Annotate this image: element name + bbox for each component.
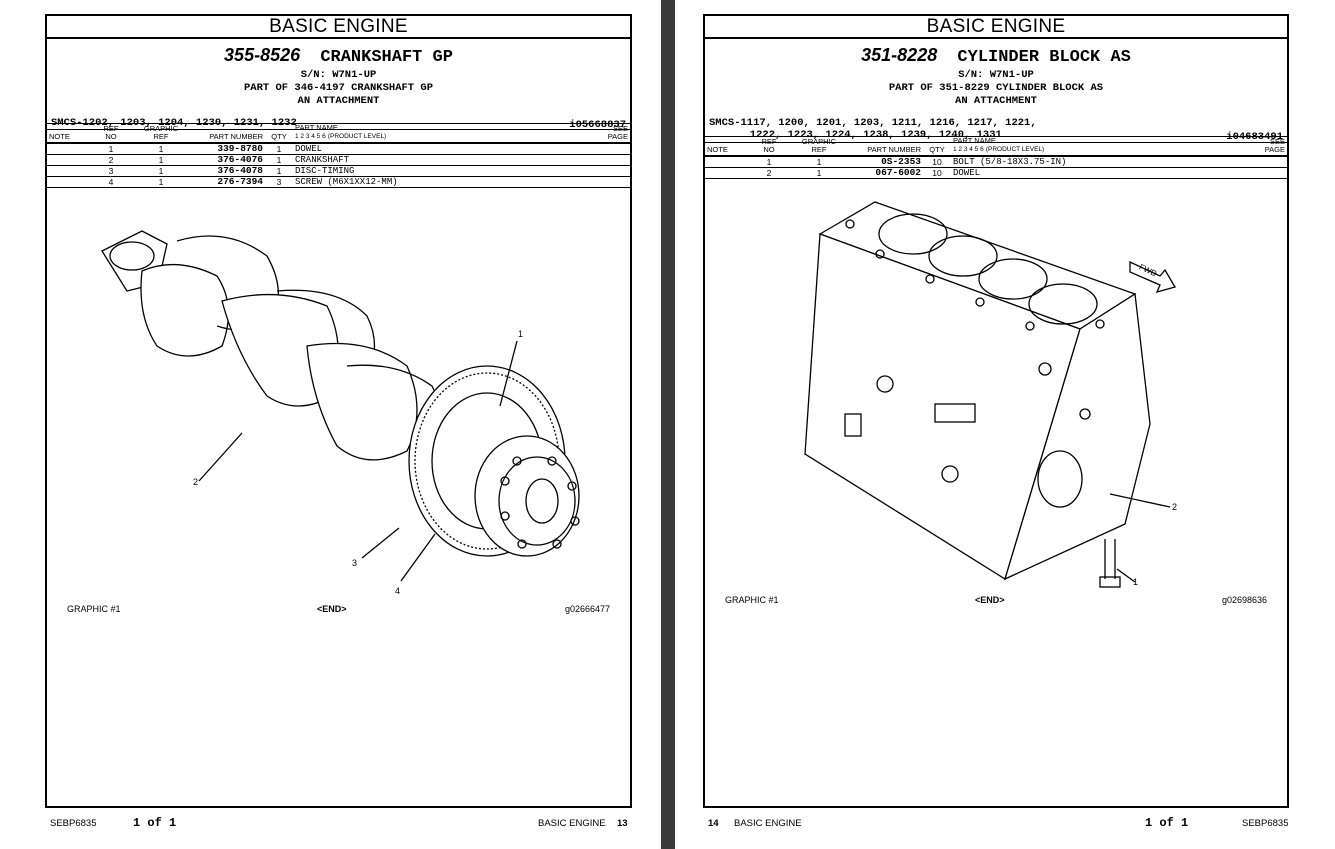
section-title: BASIC ENGINE (47, 16, 630, 39)
group-number: 351-8228 (861, 45, 938, 65)
footer-page-count: 1 of 1 (1145, 816, 1189, 830)
group-name: CRANKSHAFT GP (320, 48, 453, 67)
cylinder-block-illustration: FWD 1 2 (804, 201, 1177, 588)
part-of: PART OF 346-4197 CRANKSHAFT GP (243, 82, 434, 94)
callout-2: 2 (1172, 502, 1177, 512)
group-header: 351-8228 CYLINDER BLOCK AS S/N: W7N1-UP … (705, 45, 1287, 143)
footer-page-number: 14 (708, 818, 719, 829)
col-part-number: PART NUMBER (867, 145, 921, 154)
col-note: NOTE (707, 145, 728, 154)
footer-doc-number: SEBP6835 (50, 818, 97, 829)
part-of: PART OF 351-8229 CYLINDER BLOCK AS (888, 82, 1104, 94)
illustration-id: i05668837 (569, 119, 626, 131)
serial-range: S/N: W7N1-UP (958, 69, 1034, 81)
callout-3: 3 (352, 558, 357, 568)
end-marker: <END> (975, 595, 1005, 605)
end-marker: <END> (317, 604, 347, 614)
callout-1: 1 (1133, 577, 1138, 587)
graphic-id: g02666477 (564, 604, 610, 614)
footer-doc-number: SEBP6835 (1242, 818, 1289, 829)
footer-section: BASIC ENGINE (538, 818, 606, 829)
left-page-frame: BASIC ENGINE 355-8526 CRANKSHAFT GP S/N:… (45, 14, 632, 808)
callout-1: 1 (518, 329, 523, 339)
page-divider (661, 0, 675, 849)
col-note: NOTE (49, 132, 70, 141)
attachment: AN ATTACHMENT (955, 95, 1037, 107)
footer-page-count: 1 of 1 (133, 816, 177, 830)
footer-page-number: 13 (617, 818, 628, 829)
group-number: 355-8526 (224, 45, 301, 65)
group-name: CYLINDER BLOCK AS (957, 48, 1131, 67)
attachment: AN ATTACHMENT (297, 95, 380, 107)
graphic-label: GRAPHIC #1 (725, 595, 779, 605)
smcs-codes: SMCS-1117, 1200, 1201, 1203, 1211, 1216,… (709, 117, 1037, 141)
right-page-frame: BASIC ENGINE 351-8228 CYLINDER BLOCK AS … (703, 14, 1289, 808)
graphic-label: GRAPHIC #1 (67, 604, 121, 614)
col-qty: QTY (929, 145, 945, 154)
footer-section: BASIC ENGINE (734, 818, 802, 829)
smcs-codes: SMCS-1202, 1203, 1204, 1230, 1231, 1232 (51, 117, 297, 129)
callout-2: 2 (193, 477, 198, 487)
col-part-number: PART NUMBER (209, 132, 263, 141)
col-qty: QTY (271, 132, 287, 141)
left-page: BASIC ENGINE 355-8526 CRANKSHAFT GP S/N:… (0, 0, 661, 849)
illustration-id: i04683491 (1226, 131, 1283, 143)
right-page: BASIC ENGINE 351-8228 CYLINDER BLOCK AS … (675, 0, 1335, 849)
section-title: BASIC ENGINE (705, 16, 1287, 39)
callout-4: 4 (395, 586, 400, 596)
group-header: 355-8526 CRANKSHAFT GP S/N: W7N1-UP PART… (47, 45, 630, 131)
graphic-id: g02698636 (1221, 595, 1267, 605)
crankshaft-illustration: 1 2 3 4 (101, 230, 580, 596)
serial-range: S/N: W7N1-UP (300, 69, 377, 81)
